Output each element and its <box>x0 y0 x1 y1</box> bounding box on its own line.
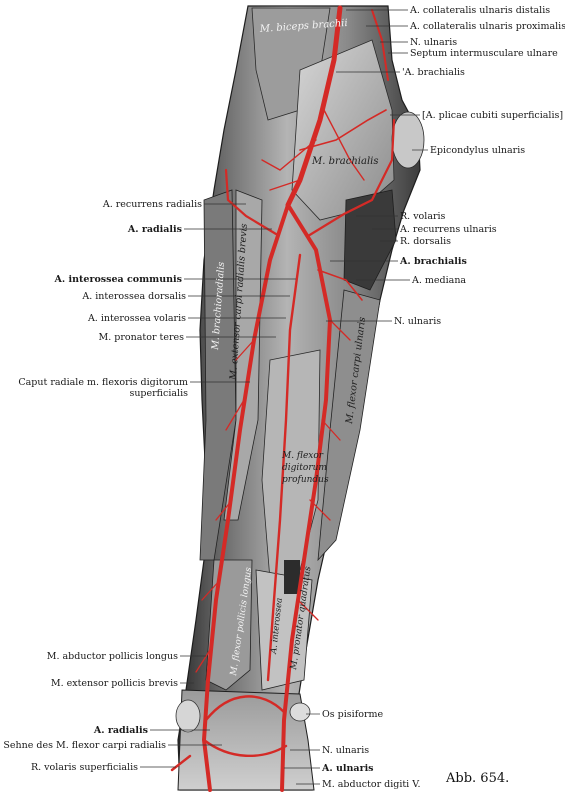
label-abductor-digiti: M. abductor digiti V. <box>322 779 421 790</box>
label-caput-radiale-2: superficialis <box>129 388 188 399</box>
label-septum-intermusculare: Septum intermusculare ulnare <box>410 48 558 59</box>
palmar-arch <box>170 695 288 772</box>
a-brachialis-branches <box>261 109 365 191</box>
leader-lines <box>284 9 428 785</box>
a-collateralis-vessel <box>371 9 389 81</box>
label-collateralis-ulnaris-distalis: A. collateralis ulnaris distalis <box>410 5 551 16</box>
label-r-dorsalis: R. dorsalis <box>400 236 452 247</box>
interossea-dark-block <box>284 560 300 594</box>
epicondylus-bulge <box>391 111 425 169</box>
label-interossea-volaris: A. interossea volaris <box>87 313 186 324</box>
label-sehne-flexor-carpi-radialis: Sehne des M. flexor carpi radialis <box>3 740 166 751</box>
label-os-pisiforme: Os pisiforme <box>322 709 384 720</box>
label-a-ulnaris: A. ulnaris <box>322 763 374 774</box>
label-a-radialis-lower: A. radialis <box>93 725 148 736</box>
label-profundus-2: digitorum <box>282 463 327 473</box>
label-recurrens-ulnaris: A. recurrens ulnaris <box>400 224 497 235</box>
a-plicae-branch <box>299 109 387 151</box>
label-a-radialis-upper: A. radialis <box>127 224 182 235</box>
a-ulnaris-vessel <box>280 203 333 792</box>
label-r-volaris: R. volaris <box>400 211 446 222</box>
a-mediana-vessel <box>317 269 363 301</box>
label-interossea-dorsalis: A. interossea dorsalis <box>82 291 186 302</box>
artery-tree <box>170 5 396 792</box>
label-plicae-cubiti: [A. plicae cubiti superficialis] <box>422 110 564 121</box>
label-brachialis: M. brachialis <box>311 156 378 167</box>
os-pisiforme-bone <box>289 702 311 722</box>
label-r-volaris-superficialis: R. volaris superficialis <box>30 762 138 773</box>
label-epicondylus-ulnaris: Epicondylus ulnaris <box>430 145 526 156</box>
pronator-dark-patch <box>343 189 397 291</box>
a-recurrens-radialis-vessel <box>224 168 278 236</box>
label-profundus-3: profundus <box>282 475 329 485</box>
flexor-carpi-ulnaris-muscle <box>317 289 381 562</box>
label-caput-radiale-1: Caput radiale m. flexoris digitorum <box>18 377 188 388</box>
label-abductor-pollicis-longus: M. abductor pollicis longus <box>46 651 178 662</box>
label-pronator-teres: M. pronator teres <box>98 332 184 343</box>
label-a-brachialis-top: 'A. brachialis <box>402 67 465 78</box>
extensor-carpi-strip <box>223 189 263 521</box>
a-brachialis-vessel <box>285 5 343 208</box>
label-n-ulnaris-top: N. ulnaris <box>410 37 458 48</box>
label-n-ulnaris-mid: N. ulnaris <box>394 316 442 327</box>
a-recurrens-ulnaris-vessel <box>306 118 396 238</box>
label-a-brachialis-mid: A. brachialis <box>400 256 467 267</box>
label-profundus-1: M. flexor <box>281 451 324 461</box>
label-extensor-pollicis-brevis: M. extensor pollicis brevis <box>50 678 178 689</box>
radial-small-branches <box>195 339 255 673</box>
ulnar-small-branches <box>297 319 351 621</box>
wrist-hand <box>177 689 315 791</box>
thenar-bulge <box>175 699 201 733</box>
label-recurrens-radialis: A. recurrens radialis <box>102 199 202 210</box>
label-n-ulnaris-low: N. ulnaris <box>322 745 370 756</box>
figure-number: Abb. 654. <box>446 771 510 786</box>
leader-lines-left <box>140 203 296 768</box>
label-a-mediana: A. mediana <box>412 275 467 286</box>
label-collateralis-ulnaris-proximalis: A. collateralis ulnaris proximalis <box>410 21 565 32</box>
label-interossea-communis: A. interossea communis <box>54 274 182 285</box>
a-interossea-vessel <box>266 253 302 682</box>
